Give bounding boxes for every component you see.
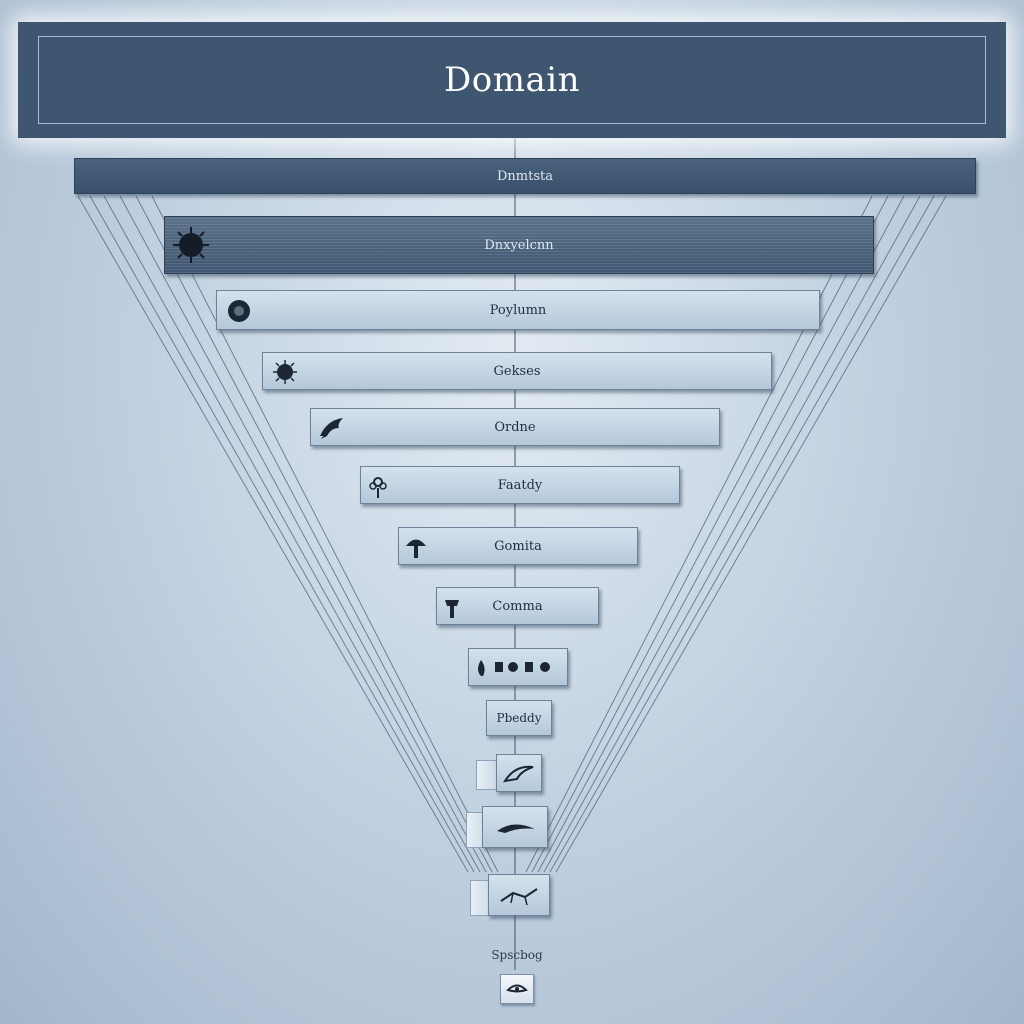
header-frame <box>38 36 986 124</box>
page-title: Domain <box>443 60 580 100</box>
level-3-bar[interactable]: Poylumn <box>216 290 820 330</box>
fish-icon <box>491 815 541 841</box>
lizard-icon <box>495 883 545 909</box>
flower-icon <box>365 472 391 500</box>
bird-icon <box>317 414 349 442</box>
level-7-label: Gomita <box>494 538 542 554</box>
level-11-bar[interactable] <box>496 754 542 792</box>
domain-header: Domain <box>18 22 1006 138</box>
virus-icon <box>171 225 211 265</box>
level-8-label: Comma <box>492 598 543 614</box>
bacteria-icon <box>271 358 299 386</box>
species-box[interactable] <box>500 974 534 1004</box>
level-1-bar[interactable]: Dnmtsta <box>74 158 976 194</box>
level-6-label: Faatdy <box>497 477 543 493</box>
level-8-bar[interactable]: Comma <box>436 587 599 625</box>
level-6-bar[interactable]: Faatdy <box>360 466 680 504</box>
level-10-label: Pbeddy <box>496 711 542 725</box>
feather-icon <box>501 761 537 785</box>
level-9-bar[interactable] <box>468 648 568 686</box>
level-13-bar[interactable] <box>488 874 550 916</box>
mixed-icons <box>473 654 563 682</box>
level-4-label: Gekses <box>493 363 541 379</box>
level-4-bar[interactable]: Gekses <box>262 352 772 390</box>
cell-icon <box>225 297 253 325</box>
level-5-bar[interactable]: Ordne <box>310 408 720 446</box>
level-5-label: Ordne <box>494 419 536 435</box>
eye-icon <box>505 979 529 999</box>
mushroom-icon <box>403 533 429 561</box>
level-1-label: Dnmtsta <box>497 168 553 184</box>
level-7-bar[interactable]: Gomita <box>398 527 638 565</box>
level-2-label: Dnxyelcnn <box>484 237 554 253</box>
level-10-bar[interactable]: Pbeddy <box>486 700 552 736</box>
species-label: Spscbog <box>491 948 543 962</box>
sprout-icon <box>441 594 463 620</box>
level-3-label: Poylumn <box>489 302 547 318</box>
level-2-bar[interactable]: Dnxyelcnn <box>164 216 874 274</box>
level-12-bar[interactable] <box>482 806 548 848</box>
